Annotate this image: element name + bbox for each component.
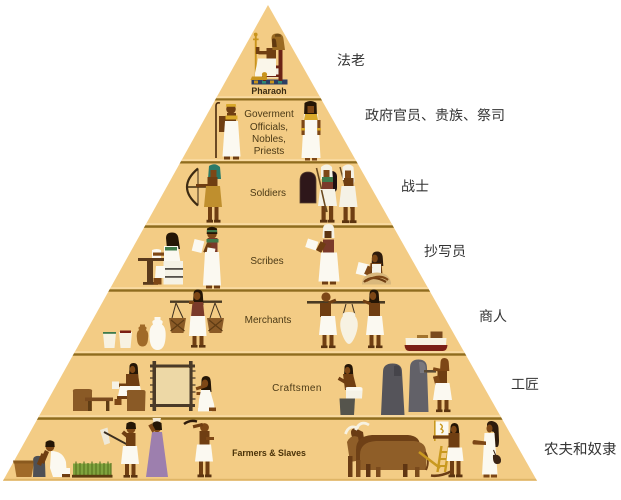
svg-text:Farmers & Slaves: Farmers & Slaves bbox=[232, 448, 306, 458]
svg-text:Goverment: Goverment bbox=[244, 109, 294, 120]
svg-text:Craftsmen: Craftsmen bbox=[272, 383, 322, 394]
svg-text:Nobles,: Nobles, bbox=[252, 134, 286, 145]
svg-text:Pharaoh: Pharaoh bbox=[251, 86, 286, 96]
svg-text:Merchants: Merchants bbox=[245, 315, 292, 326]
svg-text:Soldiers: Soldiers bbox=[250, 188, 286, 199]
svg-text:Priests: Priests bbox=[254, 146, 285, 157]
svg-text:Scribes: Scribes bbox=[250, 256, 283, 267]
svg-text:Officials,: Officials, bbox=[250, 122, 288, 133]
